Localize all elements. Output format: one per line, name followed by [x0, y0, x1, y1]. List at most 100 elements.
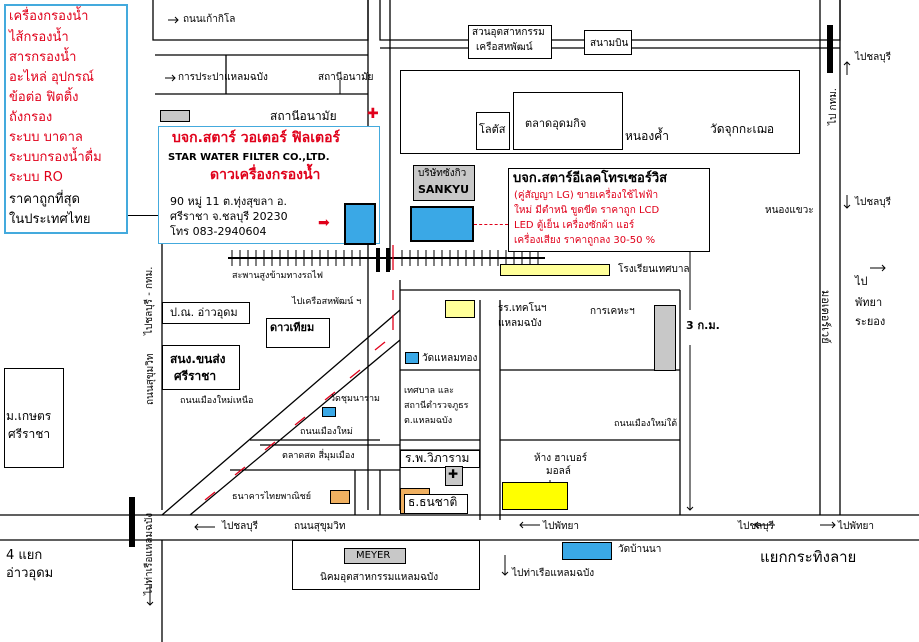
- label-park: เครือสหพัฒน์: [476, 42, 533, 53]
- label-wat-laem: วัดแหลมทอง: [422, 353, 478, 364]
- hospital-building: [445, 466, 463, 486]
- sidebar-line: ระบบกรองน้ำดื่ม: [9, 150, 102, 165]
- route-arrows: [204, 245, 394, 501]
- wat-ban-na-building: [562, 542, 612, 560]
- label-tech-school: แหลมฉบัง: [498, 318, 542, 329]
- karkeha-building: [654, 305, 676, 371]
- meyer-building: [344, 548, 406, 564]
- wat-laem-building: [405, 352, 419, 364]
- label-sukhumvit-v: ถนนสุขุมวิท: [145, 353, 156, 405]
- label-karkeha: การเคหะฯ: [590, 306, 635, 317]
- star-electric-line: LED ตู้เย็น เครื่องซักผ้า แอร์: [514, 220, 635, 231]
- label-thanachart: ธ.ธนชาติ: [408, 495, 458, 509]
- label-to-chonburi: ไปชลบุรี: [222, 521, 259, 532]
- label-meyer: MEYER: [356, 550, 391, 561]
- label-thai-bank: ธนาคารไทยพาณิชย์: [232, 492, 312, 502]
- lotus-box: [476, 112, 510, 150]
- sidebar-line: ไส้กรองน้ำ: [9, 30, 69, 45]
- label-kao-kilo: ถนนเก้ากิโล: [183, 14, 236, 25]
- star-water-name-th: บจก.สตาร์ วอเตอร์ ฟิลเตอร์: [172, 130, 341, 146]
- label-four-way: 4 แยก: [6, 548, 43, 563]
- red-cross-icon: ✚: [367, 106, 379, 122]
- star-water-box: [158, 126, 380, 244]
- arrow-right-icon: ➡: [318, 215, 330, 231]
- label-anamai-top: สถานีอนามัย: [318, 72, 374, 83]
- label-airport: สนามบิน: [590, 38, 629, 49]
- road-diagonal: [161, 309, 401, 516]
- airport-box: [584, 30, 632, 55]
- sidebar-line: ข้อต่อ ฟิตติ้ง: [9, 90, 79, 105]
- thanachart-box: [404, 494, 468, 514]
- block-top: [400, 70, 800, 154]
- star-electric-line: (คู่สัญญา LG) ขายเครื่องใช้ไฟฟ้า: [514, 190, 659, 201]
- sidebar-line: อะไหล่ อุปกรณ์: [9, 70, 94, 85]
- industrial-park: [468, 25, 552, 59]
- label-muang-nuea: ถนนเมืองใหม่เหนือ: [180, 396, 254, 406]
- road-sukhumvit: [0, 514, 919, 541]
- label-municipal: เทศบาล และ: [404, 386, 455, 396]
- label-chonburi-bkk: ไปชลบุรี - กทม.: [144, 266, 155, 335]
- daothiam-box: [266, 318, 330, 348]
- label-anamai: สถานีอนามัย: [270, 109, 337, 123]
- label-to-pattaya: ไปพัทยา: [543, 521, 580, 532]
- sidebar-ad: [4, 4, 128, 234]
- star-water-tagline: ดาวเครื่องกรองน้ำ: [210, 167, 321, 183]
- pointer-line: [128, 215, 158, 216]
- kaset-box: [4, 368, 64, 468]
- sidebar-cheapest-thailand: ในประเทศไทย: [9, 212, 91, 227]
- label-to-chonburi: ไปชลบุรี: [738, 521, 775, 532]
- sankyu-label-th: บริษัทซังกิว: [418, 168, 467, 179]
- tech-school-building: [445, 300, 475, 318]
- label-sukhumvit: ถนนสุขุมวิท: [294, 521, 346, 532]
- label-bridge: สะพานสูงข้ามทางรถไฟ: [232, 271, 324, 281]
- label-motorway: มอเตอร์เวย์: [819, 290, 832, 344]
- label-pattaya: พัทยา: [855, 296, 883, 309]
- label-to-port: ไปท่าเรือแหลมฉบัง: [144, 512, 155, 595]
- label-harbor: ห้าง ฮาเบอร์: [534, 453, 588, 464]
- label-fresh-market: ตลาดสด สี่มุมเมือง: [282, 451, 355, 461]
- label-nong-kham: หนองค้ำ: [625, 129, 669, 143]
- wat-chan-building: [322, 407, 336, 417]
- label-market: ตลาดอุดมกิจ: [525, 117, 587, 130]
- label-municipal: สถานีตำรวจภูธร: [404, 401, 469, 411]
- sankyu-building: [413, 165, 475, 201]
- star-water-phone: โทร 083-2940604: [170, 225, 267, 238]
- market-box: [513, 92, 623, 150]
- transport-office: [162, 345, 240, 390]
- label-to-saha: ไปเครือสหพัฒน์ ฯ: [292, 297, 362, 307]
- label-hospital: ร.พ.วิภาราม: [405, 451, 470, 465]
- label-park: สวนอุตสาหกรรม: [472, 27, 545, 38]
- railway: [228, 248, 545, 272]
- hospital-box: [400, 450, 480, 468]
- label-to-port: ไปท่าเรือแหลมฉบัง: [512, 568, 595, 579]
- road-prapa: [155, 54, 368, 95]
- label-to: ไป: [855, 275, 868, 288]
- label-municipal: ต.แหลมฉบัง: [404, 416, 453, 426]
- star-water-address: 90 หมู่ 11 ต.ทุ่งสุขลา อ.: [170, 195, 287, 208]
- label-estate: นิคมอุตสาหกรรมแหลมฉบัง: [320, 572, 439, 583]
- label-kaset: ม.เกษตร: [6, 409, 52, 423]
- label-harbor: มอลล์: [546, 466, 571, 477]
- label-wat-chuk: วัดจุกกะเฌอ: [710, 122, 775, 136]
- star-water-address: ศรีราชา จ.ชลบุรี 20230: [170, 210, 288, 223]
- label-to-chonburi: ไปชลบุรี: [855, 52, 892, 63]
- star-electric-title: บจก.สตาร์อีเลคโทรเซอร์วิส: [513, 171, 668, 186]
- anamai-building: [160, 110, 190, 122]
- label-post: ป.ณ. อ่าวอุดม: [170, 306, 238, 319]
- label-to-pattaya: ไปพัทยา: [838, 521, 875, 532]
- hospital-cross-icon: ✚: [448, 467, 459, 481]
- label-rayong: ระยอง: [855, 315, 886, 328]
- label-wat-ban-na: วัดบ้านนา: [618, 544, 662, 555]
- sidebar-cheapest: ราคาถูกที่สุด: [9, 192, 80, 207]
- star-electric-pointer: [474, 224, 508, 225]
- label-muang-mai: ถนนเมืองใหม่: [300, 427, 353, 437]
- label-prapa: การประปาแหลมฉบัง: [178, 72, 268, 83]
- label-nong-khae: หนองแขวะ: [765, 205, 814, 216]
- label-to-chonburi: ไปชลบุรี: [855, 197, 892, 208]
- road-marker-right: [827, 25, 833, 73]
- label-kaset: ศรีราชา: [8, 427, 51, 441]
- road-center: [367, 0, 401, 510]
- label-muang-tai: ถนนเมืองใหม่ใต้: [614, 419, 678, 429]
- label-daothiam: ดาวเทียม: [270, 321, 315, 334]
